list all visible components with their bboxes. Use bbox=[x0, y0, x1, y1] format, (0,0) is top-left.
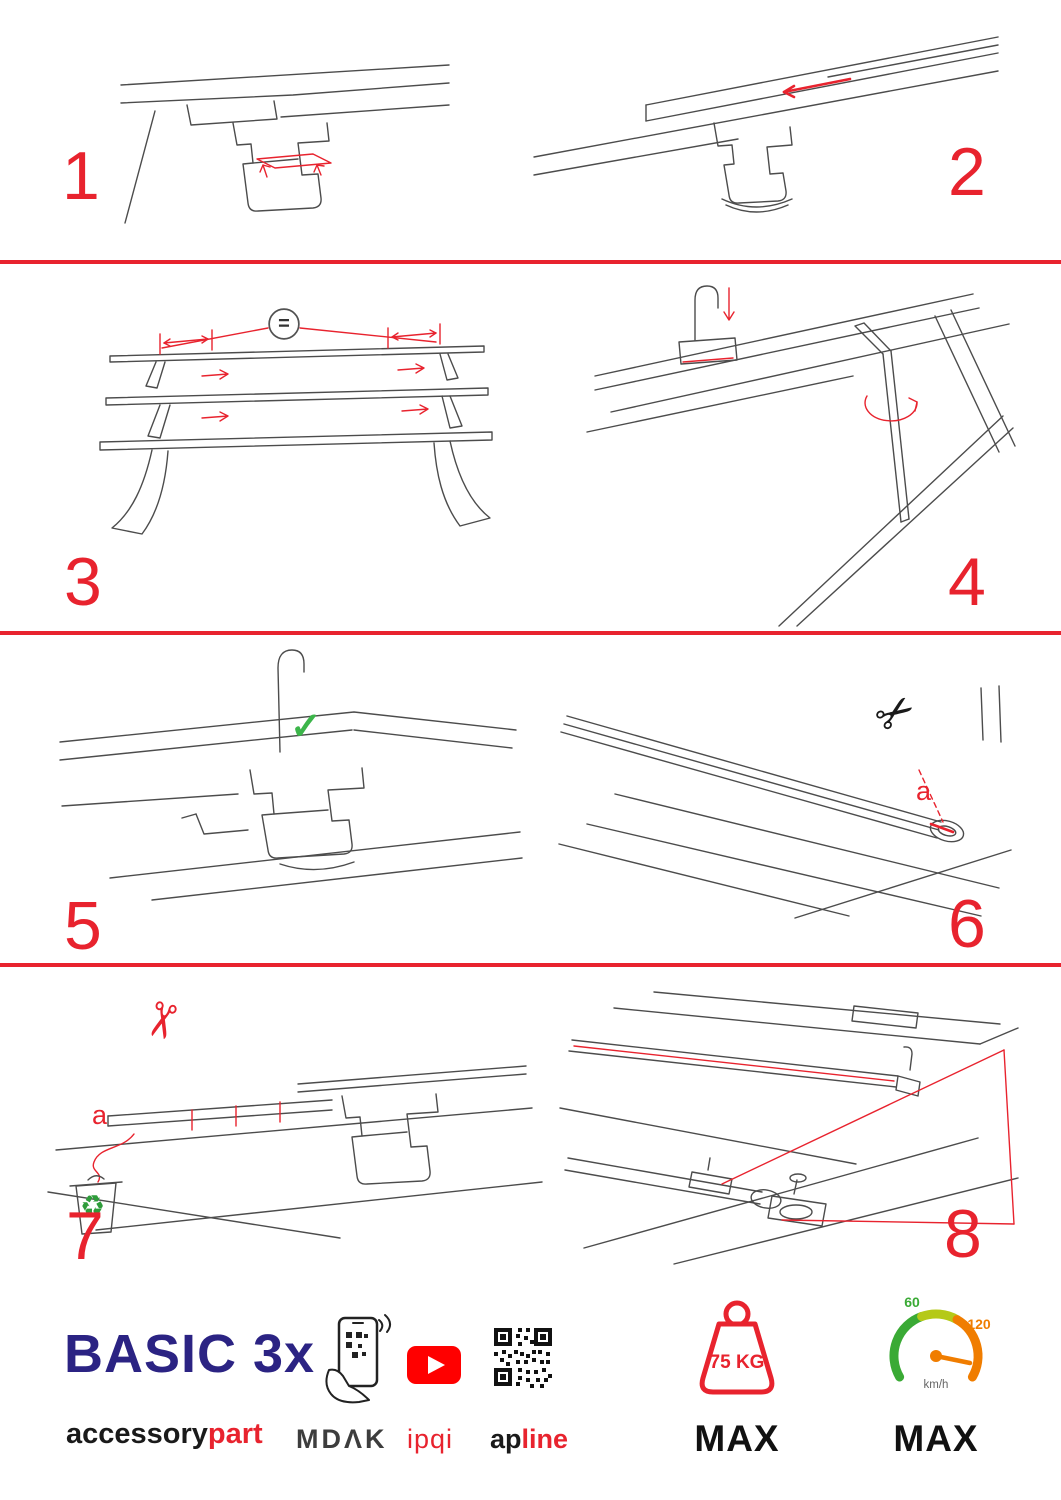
hook bbox=[678, 285, 738, 365]
step-7-illustration bbox=[47, 1065, 543, 1239]
step-2-number: 2 bbox=[948, 134, 986, 210]
youtube-icon bbox=[407, 1346, 461, 1384]
rubber-strip bbox=[107, 1099, 333, 1127]
step-8-number: 8 bbox=[944, 1196, 982, 1272]
slide-arrow bbox=[782, 77, 852, 99]
hook-rod bbox=[277, 649, 305, 753]
speedometer-icon: 60 120 km/h bbox=[889, 1294, 991, 1391]
trash-bin bbox=[69, 1175, 123, 1235]
alignment-lines bbox=[721, 1049, 1015, 1225]
rotate-arrow bbox=[864, 395, 918, 422]
brand-logo-accessorypart: accessorypart bbox=[66, 1420, 263, 1449]
step-7-number: 7 bbox=[66, 1198, 104, 1274]
correct-check-mark: ✓ bbox=[290, 706, 322, 748]
clamp-foot bbox=[713, 122, 793, 213]
discard-squiggle bbox=[92, 1133, 135, 1183]
phone-scan-icon bbox=[325, 1314, 391, 1404]
partner-logo-mdak: MDΛK bbox=[296, 1424, 388, 1454]
clamp-assembly bbox=[181, 767, 365, 871]
roof-surface bbox=[59, 711, 523, 901]
partner-logo-apline: apline bbox=[490, 1426, 568, 1453]
crossbar-profile bbox=[560, 715, 965, 843]
adjust-arrows bbox=[201, 363, 429, 422]
clamp-bracket bbox=[232, 122, 330, 212]
crossbar-top bbox=[568, 1039, 921, 1097]
qr-code-icon bbox=[494, 1328, 552, 1388]
max-weight-value: 75 KG bbox=[710, 1352, 765, 1373]
crossbar bbox=[297, 1065, 527, 1093]
brand-logo-red: part bbox=[207, 1418, 263, 1450]
roof-rails bbox=[558, 685, 1012, 919]
product-name: BASIC 3x bbox=[64, 1324, 316, 1384]
strip-label-a: a bbox=[916, 776, 932, 806]
step-6-illustration bbox=[558, 685, 1012, 919]
crossbar bbox=[645, 36, 999, 122]
rubber-pad-highlight bbox=[256, 153, 332, 178]
crossbar-front bbox=[99, 431, 493, 535]
roof-rails bbox=[586, 293, 1016, 627]
clamp-bracket bbox=[341, 1093, 439, 1185]
max-weight-label: MAX bbox=[694, 1418, 780, 1459]
rubber-strip bbox=[929, 822, 955, 834]
speed-low-label: 60 bbox=[904, 1294, 920, 1310]
crossbar-rear bbox=[109, 345, 485, 389]
t-adapter-on-bar bbox=[688, 1157, 733, 1195]
max-weight-icon: 75 KG bbox=[699, 1300, 775, 1395]
speed-high-label: 120 bbox=[967, 1316, 991, 1332]
cut-marks bbox=[191, 1101, 281, 1131]
apline-black: ap bbox=[490, 1424, 522, 1454]
step-5-number: 5 bbox=[64, 888, 102, 964]
max-speed-label: MAX bbox=[893, 1418, 979, 1459]
step-8-illustration bbox=[559, 991, 1019, 1265]
step-1-number: 1 bbox=[62, 138, 100, 214]
step-5-illustration bbox=[59, 649, 523, 901]
step-3-illustration bbox=[99, 308, 493, 535]
strip-label-a: a bbox=[92, 1100, 108, 1130]
apline-red: line bbox=[521, 1424, 569, 1454]
hook-insert-arrow bbox=[723, 287, 735, 321]
recycle-icon: ♻ bbox=[80, 1190, 106, 1221]
partner-logo-ipqi: ipqi bbox=[407, 1424, 454, 1454]
section-divider-2 bbox=[0, 631, 1061, 635]
roof-lines bbox=[47, 1107, 543, 1239]
car-roof-edge bbox=[120, 64, 450, 224]
speed-unit-label: km/h bbox=[924, 1379, 949, 1391]
allen-key bbox=[854, 322, 910, 523]
step-2-illustration bbox=[533, 36, 999, 213]
step-3-number: 3 bbox=[64, 544, 102, 620]
step-1-illustration bbox=[120, 64, 450, 224]
brand-logo-black: accessory bbox=[66, 1418, 208, 1450]
section-divider-1 bbox=[0, 260, 1061, 264]
t-adapter-front bbox=[767, 1173, 827, 1227]
cut-line bbox=[918, 769, 944, 823]
equal-spacing-marks bbox=[159, 323, 441, 355]
step-4-number: 4 bbox=[948, 544, 986, 620]
roof-edge bbox=[533, 70, 999, 176]
equal-spacing-mark: = bbox=[269, 309, 299, 339]
section-divider-3 bbox=[0, 963, 1061, 967]
step-4-illustration bbox=[586, 285, 1016, 627]
crossbar-middle bbox=[105, 387, 489, 439]
crossbar-front bbox=[564, 1157, 782, 1209]
step-6-number: 6 bbox=[948, 886, 986, 962]
